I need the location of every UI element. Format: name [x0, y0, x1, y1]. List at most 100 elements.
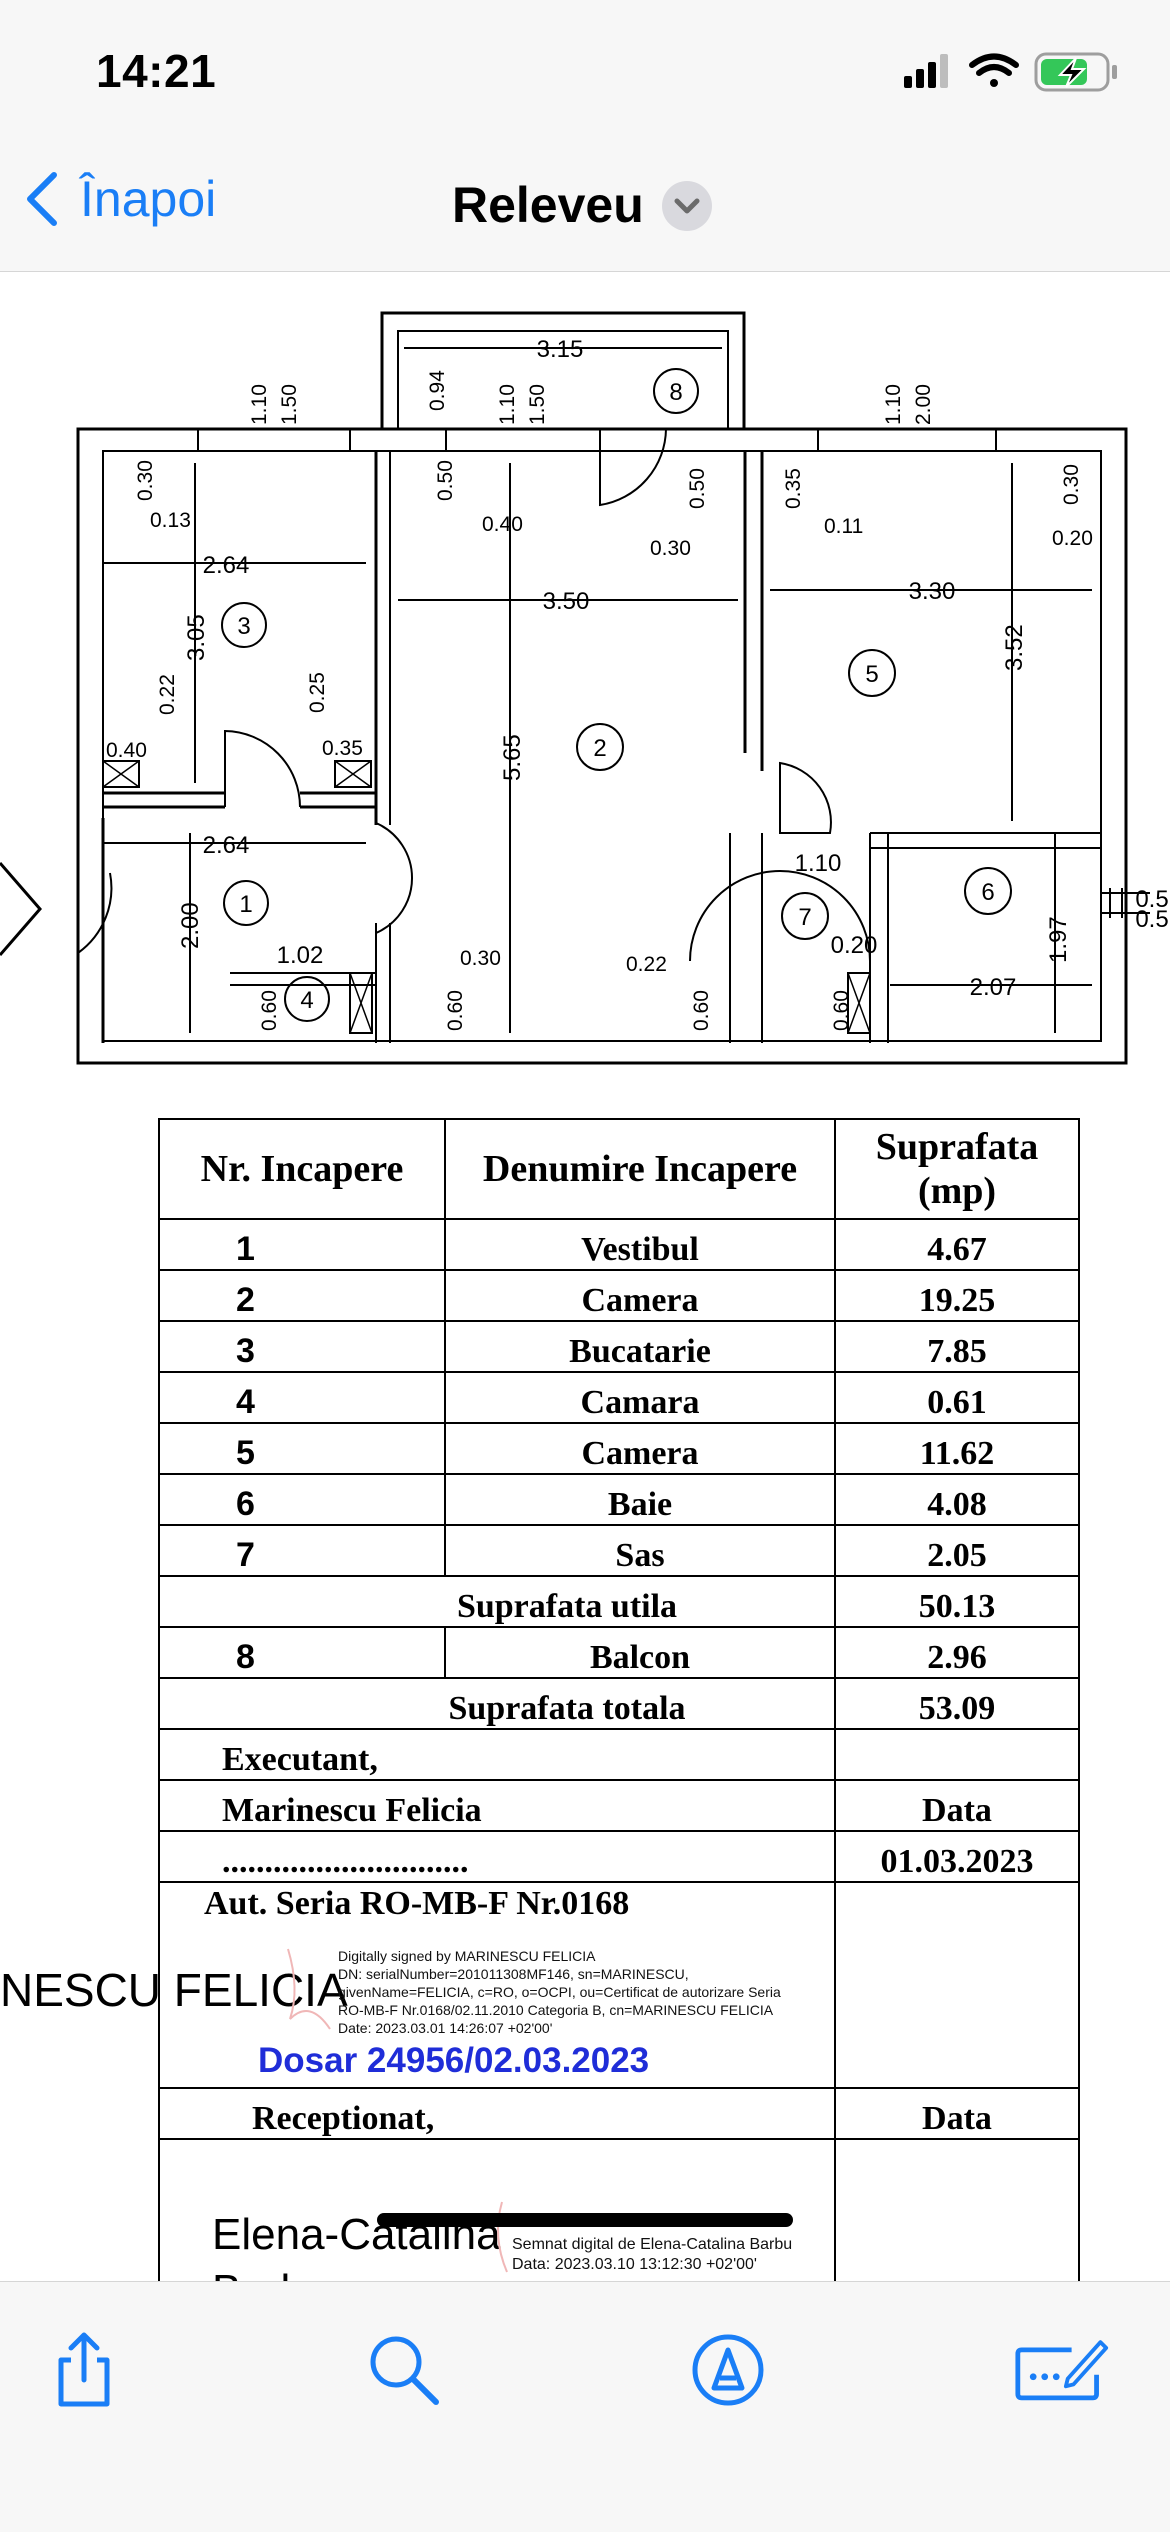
form-fill-icon [1015, 2340, 1109, 2401]
room-number: 8 [669, 379, 682, 406]
wifi-icon [969, 53, 1019, 87]
header-name: Denumire Incapere [444, 1118, 836, 1220]
page-title[interactable]: Releveu [452, 177, 644, 233]
dim-label: 2.00 [177, 902, 204, 949]
window [197, 428, 351, 452]
dim-label: 0.30 [1060, 464, 1083, 505]
document-view[interactable]: 8 2 3 5 1 4 7 6 3.15 2.64 3.50 3.30 2.64… [0, 273, 1170, 2281]
executant-name: Marinescu Felicia [158, 1779, 836, 1832]
dim-label: 0.30 [460, 947, 501, 970]
battery-icon [1034, 52, 1117, 92]
inner-wall [102, 450, 1102, 1042]
signature-dots: ............................. [158, 1830, 836, 1883]
dim-label: 3.52 [1001, 624, 1028, 671]
executant-date: 01.03.2023 [834, 1830, 1080, 1883]
dim-label: 3.05 [183, 614, 210, 661]
share-button[interactable] [36, 2322, 132, 2418]
markup-icon [692, 2334, 764, 2406]
room-number: 6 [981, 879, 994, 906]
dim-label: 0.60 [690, 990, 713, 1031]
signer-name: NESCU FELICIA [0, 1964, 348, 2016]
search-button[interactable] [356, 2322, 452, 2418]
legend-table: Nr. Incapere Denumire Incapere Suprafata… [158, 1118, 1080, 2281]
bottom-toolbar [0, 2213, 1170, 2532]
dim-label: 1.10 [795, 850, 842, 877]
dim-label: 2.00 [912, 384, 935, 425]
header-nr: Nr. Incapere [158, 1118, 446, 1220]
dosar-stamp: Dosar 24956/02.03.2023 [258, 2041, 650, 2080]
signature-details: Digitally signed by MARINESCU FELICIA DN… [338, 1948, 781, 2036]
status-icons [900, 50, 1130, 94]
status-time: 14:21 [96, 45, 217, 97]
markup-button[interactable] [680, 2322, 776, 2418]
door-arc [224, 729, 301, 808]
dim-label: 3.50 [543, 588, 590, 615]
title-menu-button[interactable] [662, 181, 712, 231]
dim-label: 0.25 [306, 672, 329, 713]
room-number: 2 [593, 735, 606, 762]
dim-label: 0.50 [686, 468, 709, 509]
form-fill-button[interactable] [1014, 2322, 1110, 2418]
room-number: 1 [239, 891, 252, 918]
room-number: 7 [798, 904, 811, 931]
dim-label: 0.40 [106, 739, 147, 762]
window [445, 428, 601, 452]
dim-label: 0.60 [258, 990, 281, 1031]
dim-label: 0.94 [426, 370, 449, 411]
dim-label: 1.50 [526, 384, 549, 425]
dim-label: 0.35 [782, 468, 805, 509]
dim-label: 0.13 [150, 509, 191, 532]
dim-label: 0.20 [1052, 527, 1093, 550]
receptionat-label: Receptionat, [158, 2087, 836, 2140]
dim-label: 1.97 [1045, 916, 1072, 963]
table-header: Nr. Incapere Denumire Incapere Suprafata… [158, 1118, 1080, 1220]
dim-label: 0.50 [434, 460, 457, 501]
header-area: Suprafata(mp) [834, 1118, 1080, 1220]
dim-label: 2.07 [970, 974, 1017, 1001]
room-number: 5 [865, 661, 878, 688]
dim-label: 0.22 [626, 953, 667, 976]
dim-label: 0.60 [444, 990, 467, 1031]
dim-label: 0.5 [1135, 886, 1168, 913]
home-indicator [377, 2213, 793, 2227]
status-icons-svg [904, 52, 1117, 92]
dim-label: 0.40 [482, 513, 523, 536]
signature-2-details: Semnat digital de Elena-Catalina Barbu D… [512, 2236, 793, 2273]
dim-label: 2.64 [203, 552, 250, 579]
dim-label: 0.30 [650, 537, 691, 560]
room-number: 3 [237, 613, 250, 640]
balcony-wall [380, 311, 746, 429]
dim-label: 0.11 [824, 515, 863, 538]
dim-label: 0.35 [322, 737, 363, 760]
window [817, 428, 997, 452]
dim-label: 1.50 [278, 384, 301, 425]
chevron-left-icon [27, 172, 57, 226]
executant-label: Executant, [158, 1728, 836, 1781]
chevron-down-icon [674, 198, 700, 214]
search-icon [370, 2336, 439, 2405]
dim-label: 3.30 [909, 578, 956, 605]
signature-scribble-icon [497, 2201, 508, 2273]
dim-label: 3.15 [537, 336, 584, 363]
dim-label: 0.30 [134, 460, 157, 501]
signal-icon [904, 54, 948, 88]
back-button[interactable]: Înapoi [24, 170, 216, 228]
share-icon [58, 2332, 110, 2407]
dim-label: 5.65 [499, 734, 526, 781]
dim-label: 0.22 [156, 674, 179, 715]
dim-label: 1.10 [248, 384, 271, 425]
floor-plan: 8 2 3 5 1 4 7 6 3.15 2.64 3.50 3.30 2.64… [0, 311, 1169, 1065]
dim-label: 1.10 [496, 384, 519, 425]
back-label: Înapoi [80, 171, 217, 227]
dim-label: 2.64 [203, 832, 250, 859]
dim-label: 1.10 [882, 384, 905, 425]
